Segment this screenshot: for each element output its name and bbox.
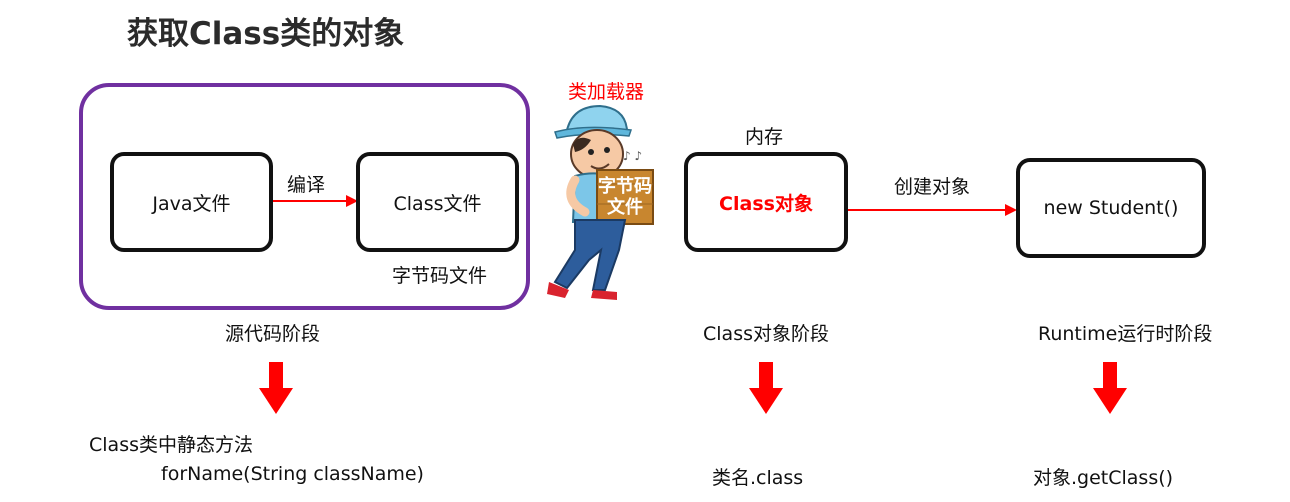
compile-label: 编译: [287, 174, 326, 196]
source-stage-label: 源代码阶段: [225, 323, 321, 345]
svg-text:♪ ♪: ♪ ♪: [623, 149, 642, 163]
down-arrow-icon: [1093, 362, 1127, 414]
forname-method: forName(String className): [161, 463, 424, 485]
bytecode-file-label: 字节码文件: [392, 265, 488, 287]
runtime-stage-label: Runtime运行时阶段: [1038, 323, 1213, 345]
class-loader-person-illustration: ♪ ♪: [547, 104, 654, 300]
new-student-label: new Student(): [1043, 197, 1179, 219]
class-object-stage-label: Class对象阶段: [703, 323, 829, 345]
java-file-node: Java文件: [110, 152, 273, 252]
java-file-label: Java文件: [152, 192, 231, 215]
static-method-title: Class类中静态方法: [89, 434, 253, 456]
down-arrow-icon: [259, 362, 293, 414]
class-file-label: Class文件: [393, 192, 482, 215]
class-literal-method: 类名.class: [712, 467, 804, 489]
getclass-method: 对象.getClass(): [1033, 467, 1174, 489]
class-file-node: Class文件: [356, 152, 519, 252]
bytecode-crate-label: 字节码 文件: [597, 176, 653, 218]
class-object-node: Class对象: [684, 152, 848, 252]
class-loader-label: 类加载器: [568, 81, 645, 103]
create-object-label: 创建对象: [894, 176, 971, 198]
compile-arrow: [273, 195, 358, 207]
memory-label: 内存: [745, 126, 784, 148]
source-stage-group: [79, 83, 530, 310]
class-object-label: Class对象: [719, 192, 813, 215]
create-object-arrow: [848, 204, 1017, 216]
new-student-node: new Student(): [1016, 158, 1206, 258]
crate-label-line1: 字节码: [598, 176, 652, 197]
page-title: 获取Class类的对象: [127, 16, 405, 52]
down-arrow-icon: [749, 362, 783, 414]
crate-label-line2: 文件: [607, 197, 643, 218]
